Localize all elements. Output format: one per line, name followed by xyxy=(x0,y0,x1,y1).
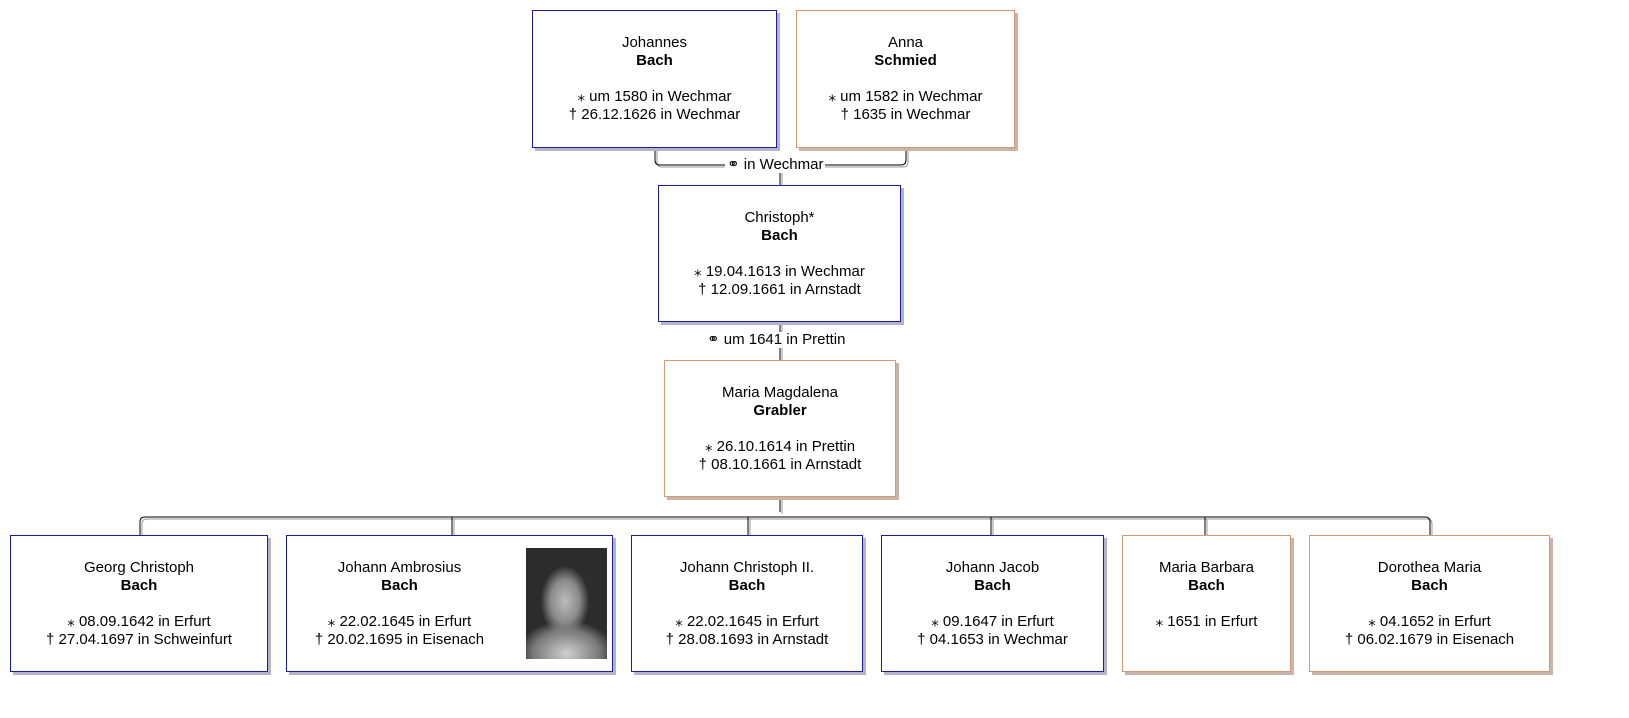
birth: ⁎ 22.02.1645 in Erfurt xyxy=(675,613,819,630)
birth: ⁎ 04.1652 in Erfurt xyxy=(1368,613,1491,630)
last-name: Bach xyxy=(761,227,798,244)
first-name: Anna xyxy=(887,34,924,51)
marriage-label-main: ⚭ um 1641 in Prettin xyxy=(705,331,848,348)
first-name: Christoph* xyxy=(744,209,815,226)
death: † 08.10.1661 in Arnstadt xyxy=(698,456,862,473)
birth: ⁎ 19.04.1613 in Wechmar xyxy=(694,263,865,280)
last-name: Bach xyxy=(120,577,158,594)
birth: ⁎ 09.1647 in Erfurt xyxy=(931,613,1054,630)
person-card-maria-magdalena[interactable]: Maria Magdalena Grabler ⁎ 26.10.1614 in … xyxy=(664,360,896,497)
last-name: Bach xyxy=(728,577,766,594)
death: † 1635 in Wechmar xyxy=(840,106,971,123)
last-name: Bach xyxy=(974,577,1011,594)
child-card-georg-christoph[interactable]: Georg Christoph Bach ⁎ 08.09.1642 in Erf… xyxy=(10,535,268,672)
death: † 20.02.1695 in Eisenach xyxy=(314,631,485,648)
portrait-image xyxy=(526,548,607,659)
death: † 12.09.1661 in Arnstadt xyxy=(698,281,861,298)
person-card-johannes[interactable]: Johannes Bach ⁎ um 1580 in Wechmar † 26.… xyxy=(532,10,777,148)
death: † 28.08.1693 in Arnstadt xyxy=(665,631,829,648)
first-name: Johannes xyxy=(621,34,688,51)
last-name: Bach xyxy=(1411,577,1448,594)
birth: ⁎ 08.09.1642 in Erfurt xyxy=(67,613,211,630)
first-name: Maria Barbara xyxy=(1158,559,1255,576)
first-name: Johann Ambrosius xyxy=(337,559,462,576)
birth: ⁎ 22.02.1645 in Erfurt xyxy=(327,613,472,630)
first-name: Georg Christoph xyxy=(83,559,195,576)
last-name: Bach xyxy=(1188,577,1225,594)
child-card-maria-barbara[interactable]: Maria Barbara Bach ⁎ 1651 in Erfurt xyxy=(1122,535,1291,672)
last-name: Schmied xyxy=(874,52,937,69)
first-name: Johann Christoph II. xyxy=(679,559,815,576)
first-name: Johann Jacob xyxy=(945,559,1040,576)
death: † 27.04.1697 in Schweinfurt xyxy=(46,631,232,648)
birth: ⁎ 26.10.1614 in Prettin xyxy=(704,438,856,455)
death: † 06.02.1679 in Eisenach xyxy=(1344,631,1515,648)
death: † 26.12.1626 in Wechmar xyxy=(568,106,741,123)
birth: ⁎ um 1580 in Wechmar xyxy=(577,88,732,105)
first-name: Dorothea Maria xyxy=(1377,559,1482,576)
child-card-johann-christoph[interactable]: Johann Christoph II. Bach ⁎ 22.02.1645 i… xyxy=(631,535,863,672)
marriage-label-parents: ⚭ in Wechmar xyxy=(725,156,826,173)
birth: ⁎ 1651 in Erfurt xyxy=(1155,613,1258,630)
first-name: Maria Magdalena xyxy=(722,384,838,401)
last-name: Grabler xyxy=(753,402,807,419)
death: † 04.1653 in Wechmar xyxy=(917,631,1068,648)
last-name: Bach xyxy=(636,52,673,69)
child-card-johann-jacob[interactable]: Johann Jacob Bach ⁎ 09.1647 in Erfurt † … xyxy=(881,535,1104,672)
child-card-dorothea-maria[interactable]: Dorothea Maria Bach ⁎ 04.1652 in Erfurt … xyxy=(1309,535,1550,672)
last-name: Bach xyxy=(381,577,418,594)
person-card-christoph[interactable]: Christoph* Bach ⁎ 19.04.1613 in Wechmar … xyxy=(658,185,901,322)
birth: ⁎ um 1582 in Wechmar xyxy=(828,88,983,105)
person-card-anna[interactable]: Anna Schmied ⁎ um 1582 in Wechmar † 1635… xyxy=(796,10,1015,148)
